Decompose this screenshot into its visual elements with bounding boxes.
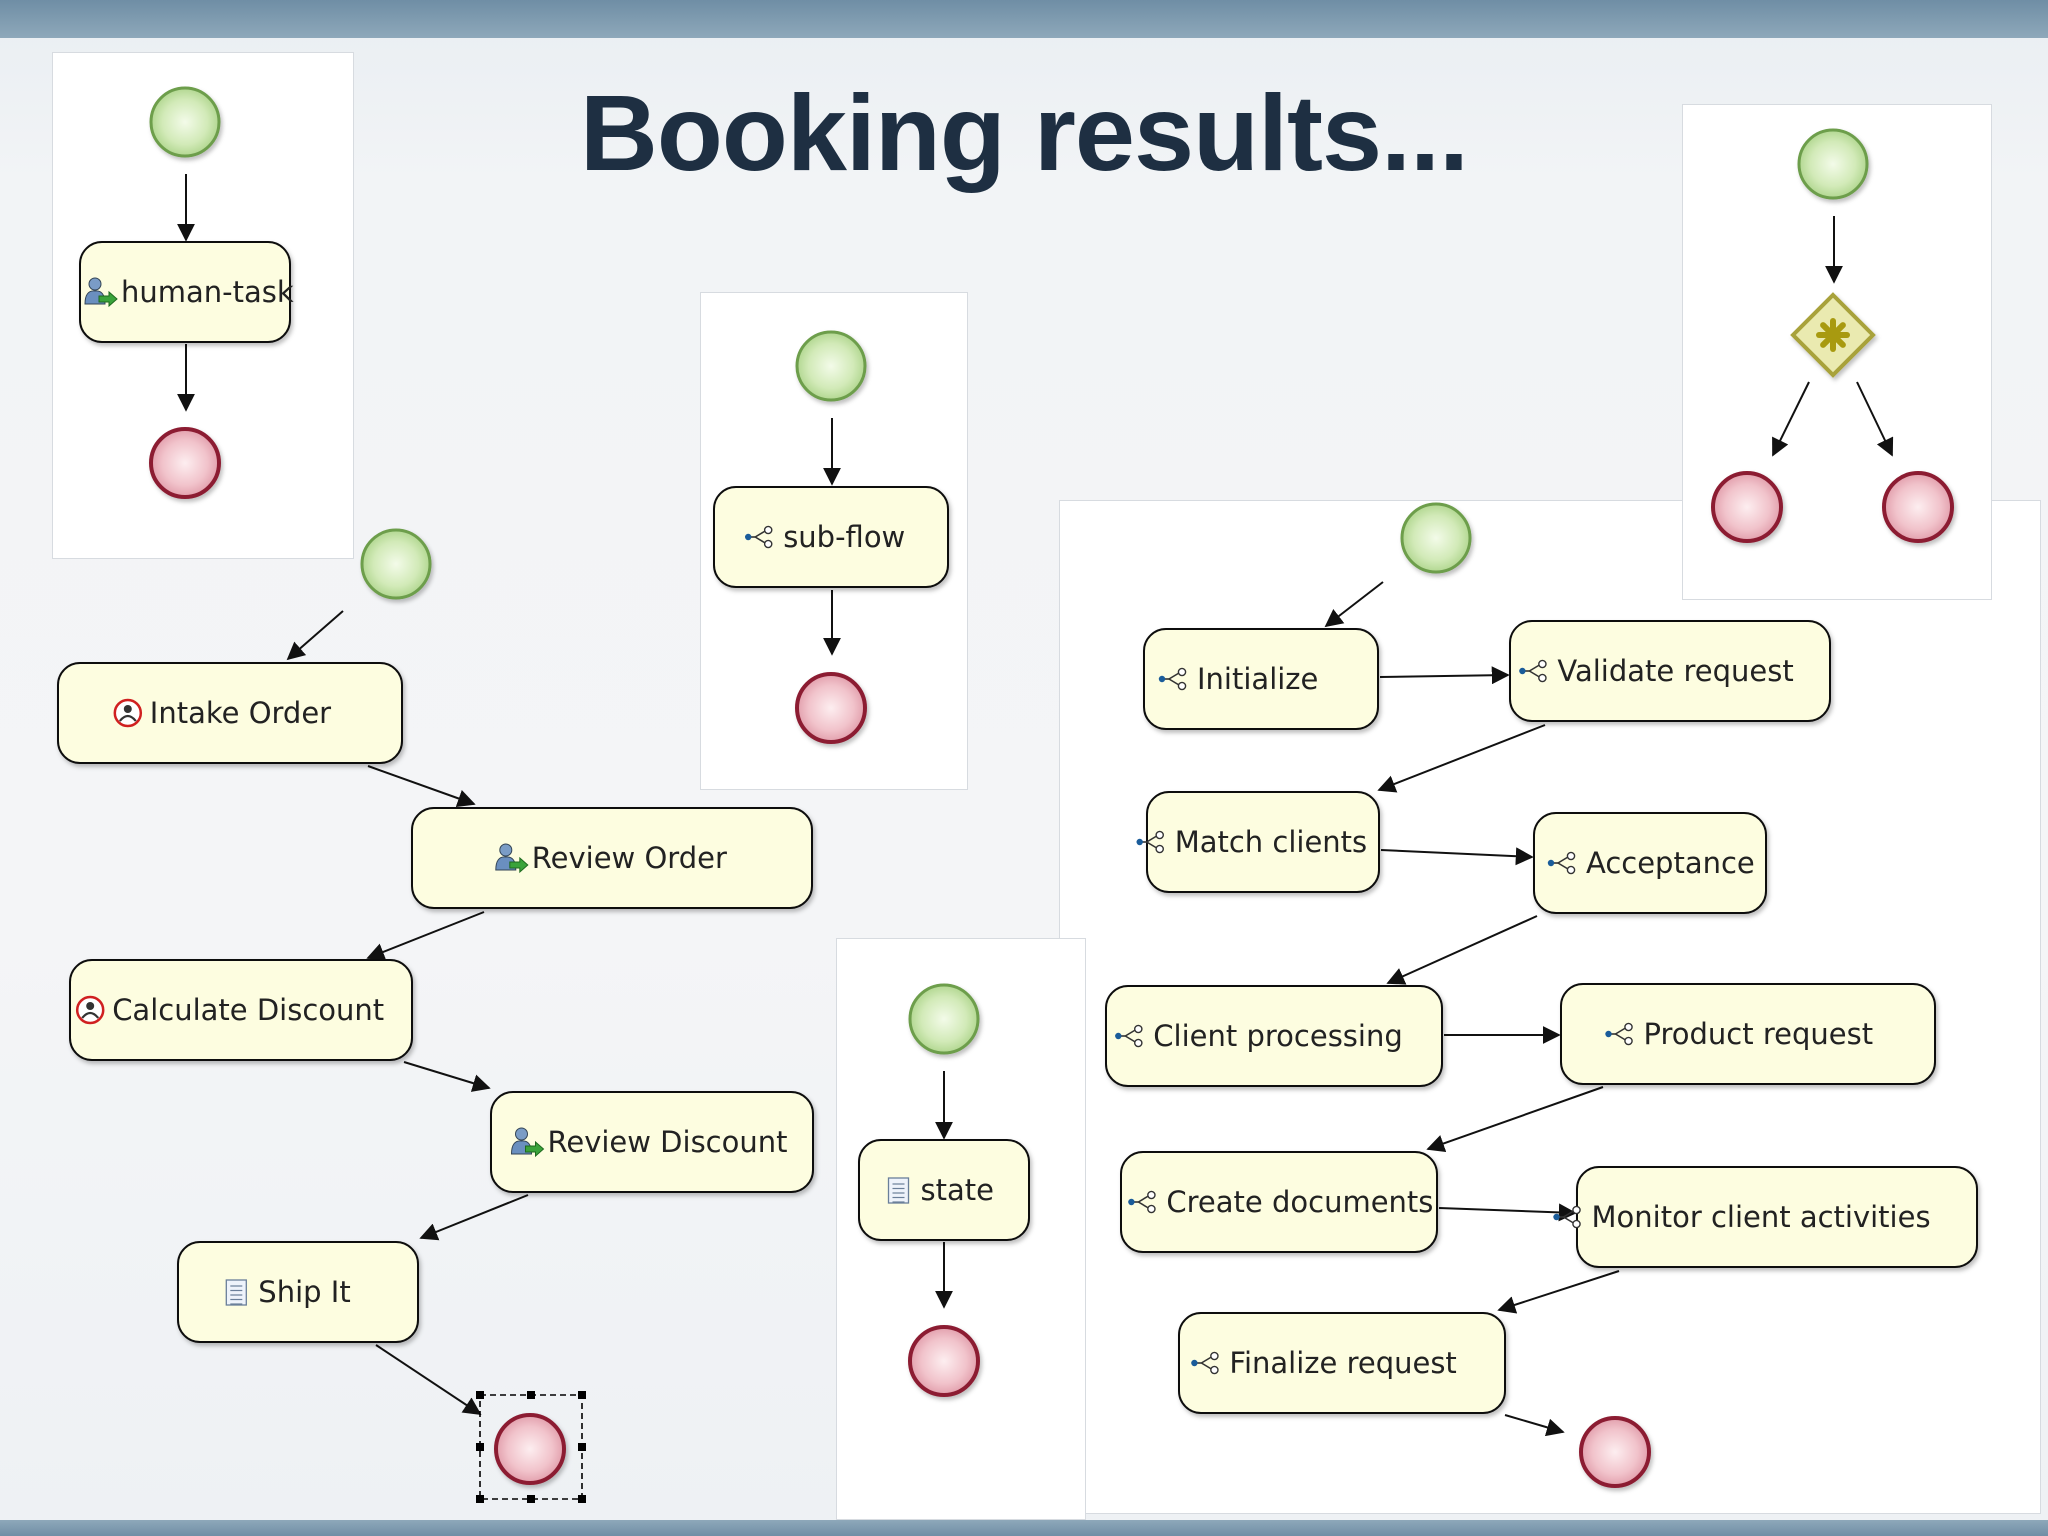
- edge-revdisc-ship: [419, 1194, 529, 1241]
- task-label: Product request: [1644, 1017, 1874, 1051]
- selection-handle[interactable]: [476, 1495, 484, 1503]
- selection-handle[interactable]: [527, 1391, 535, 1399]
- edge-finalize-end6: [1504, 1414, 1565, 1437]
- subflow-icon: [1519, 659, 1547, 683]
- subflow-icon: [1115, 1024, 1143, 1048]
- slide-title: Booking results...: [579, 72, 1469, 193]
- selection-handle[interactable]: [476, 1443, 484, 1451]
- top-bar: [0, 0, 2048, 38]
- task-node[interactable]: Initialize: [1143, 628, 1379, 730]
- task-label: Acceptance: [1586, 846, 1755, 880]
- end-event[interactable]: [795, 672, 867, 744]
- task-node[interactable]: Match clients: [1136, 791, 1380, 893]
- task-label: Monitor client activities: [1592, 1200, 1931, 1234]
- task-node[interactable]: Product request: [1560, 983, 1936, 1085]
- subflow-icon: [1553, 1205, 1581, 1229]
- edge-product-createdocs: [1426, 1086, 1604, 1153]
- task-node[interactable]: state: [858, 1139, 1030, 1241]
- task-node[interactable]: Validate request: [1509, 620, 1831, 722]
- task-label: Client processing: [1153, 1019, 1402, 1053]
- task-label: Ship It: [258, 1275, 350, 1309]
- edge-createdocs-monitor: [1438, 1203, 1577, 1222]
- start-event[interactable]: [360, 528, 432, 600]
- task-label: Match clients: [1175, 825, 1367, 859]
- task-node[interactable]: Ship It: [177, 1241, 419, 1343]
- task-node[interactable]: Review Discount: [490, 1091, 814, 1193]
- end-event[interactable]: [1882, 471, 1954, 543]
- subflow-icon: [745, 525, 773, 549]
- selection-handle[interactable]: [578, 1495, 586, 1503]
- selection-handle[interactable]: [578, 1391, 586, 1399]
- edge-validate-match: [1377, 724, 1546, 793]
- edge-accept-clientproc: [1386, 915, 1538, 985]
- task-node[interactable]: Create documents: [1120, 1151, 1438, 1253]
- end-event[interactable]: [908, 1325, 980, 1397]
- bottom-bar: [0, 1520, 2048, 1536]
- subflow-icon: [1191, 1351, 1219, 1375]
- subflow-icon: [1547, 851, 1576, 875]
- task-node[interactable]: human-task: [79, 241, 294, 343]
- asterisk-gateway-icon: [1816, 318, 1850, 352]
- start-event[interactable]: [1797, 128, 1869, 200]
- edge-gw-end5a: [1772, 381, 1810, 457]
- task-node[interactable]: Finalize request: [1178, 1312, 1506, 1414]
- subflow-icon: [1605, 1022, 1633, 1046]
- task-node[interactable]: Calculate Discount: [69, 959, 413, 1061]
- task-node[interactable]: Client processing: [1105, 985, 1443, 1087]
- rule-icon: [113, 698, 143, 728]
- script-icon: [887, 1177, 910, 1204]
- edge-start2-intake: [286, 610, 344, 661]
- task-label: Review Discount: [548, 1125, 788, 1159]
- human-task-icon: [84, 277, 118, 308]
- edge-ship-end2: [375, 1344, 482, 1415]
- end-event[interactable]: [1711, 471, 1783, 543]
- selection-handle[interactable]: [578, 1443, 586, 1451]
- edge-calc-revdisc: [403, 1061, 491, 1092]
- script-icon: [225, 1279, 247, 1306]
- subflow-icon: [1128, 1190, 1156, 1214]
- task-node[interactable]: sub-flow: [713, 486, 949, 588]
- task-node[interactable]: Monitor client activities: [1553, 1166, 1978, 1268]
- edge-match-accept: [1380, 847, 1534, 866]
- selection-handle[interactable]: [527, 1495, 535, 1503]
- end-event[interactable]: [149, 427, 221, 499]
- task-node[interactable]: Acceptance: [1533, 812, 1767, 914]
- task-label: sub-flow: [783, 520, 905, 554]
- task-label: Initialize: [1197, 662, 1318, 696]
- edge-monitor-finalize: [1497, 1270, 1620, 1314]
- edge-review-calc: [366, 911, 485, 961]
- human-task-icon: [495, 843, 529, 874]
- start-event[interactable]: [795, 330, 867, 402]
- task-label: human-task: [121, 275, 294, 309]
- edge-start6-init: [1324, 581, 1384, 628]
- selection-handle[interactable]: [476, 1391, 484, 1399]
- subflow-icon: [1136, 830, 1164, 854]
- task-label: Intake Order: [150, 696, 331, 730]
- subflow-icon: [1158, 667, 1187, 691]
- start-event[interactable]: [908, 983, 980, 1055]
- edge-intake-review: [367, 765, 476, 808]
- human-task-icon: [510, 1127, 545, 1158]
- start-event[interactable]: [1400, 502, 1472, 574]
- task-label: state: [921, 1173, 994, 1207]
- end-event[interactable]: [1579, 1416, 1651, 1488]
- edge-gw-end5b: [1856, 381, 1894, 457]
- task-label: Create documents: [1166, 1185, 1433, 1219]
- end-event[interactable]: [476, 1391, 586, 1503]
- task-label: Calculate Discount: [112, 993, 384, 1027]
- start-event[interactable]: [149, 86, 221, 158]
- task-label: Finalize request: [1229, 1346, 1456, 1380]
- task-node[interactable]: Review Order: [411, 807, 813, 909]
- rule-icon: [75, 995, 105, 1025]
- task-label: Review Order: [532, 841, 727, 875]
- task-label: Validate request: [1557, 654, 1793, 688]
- task-node[interactable]: Intake Order: [57, 662, 403, 764]
- edge-init-validate: [1379, 666, 1510, 685]
- gateway[interactable]: [1790, 292, 1876, 378]
